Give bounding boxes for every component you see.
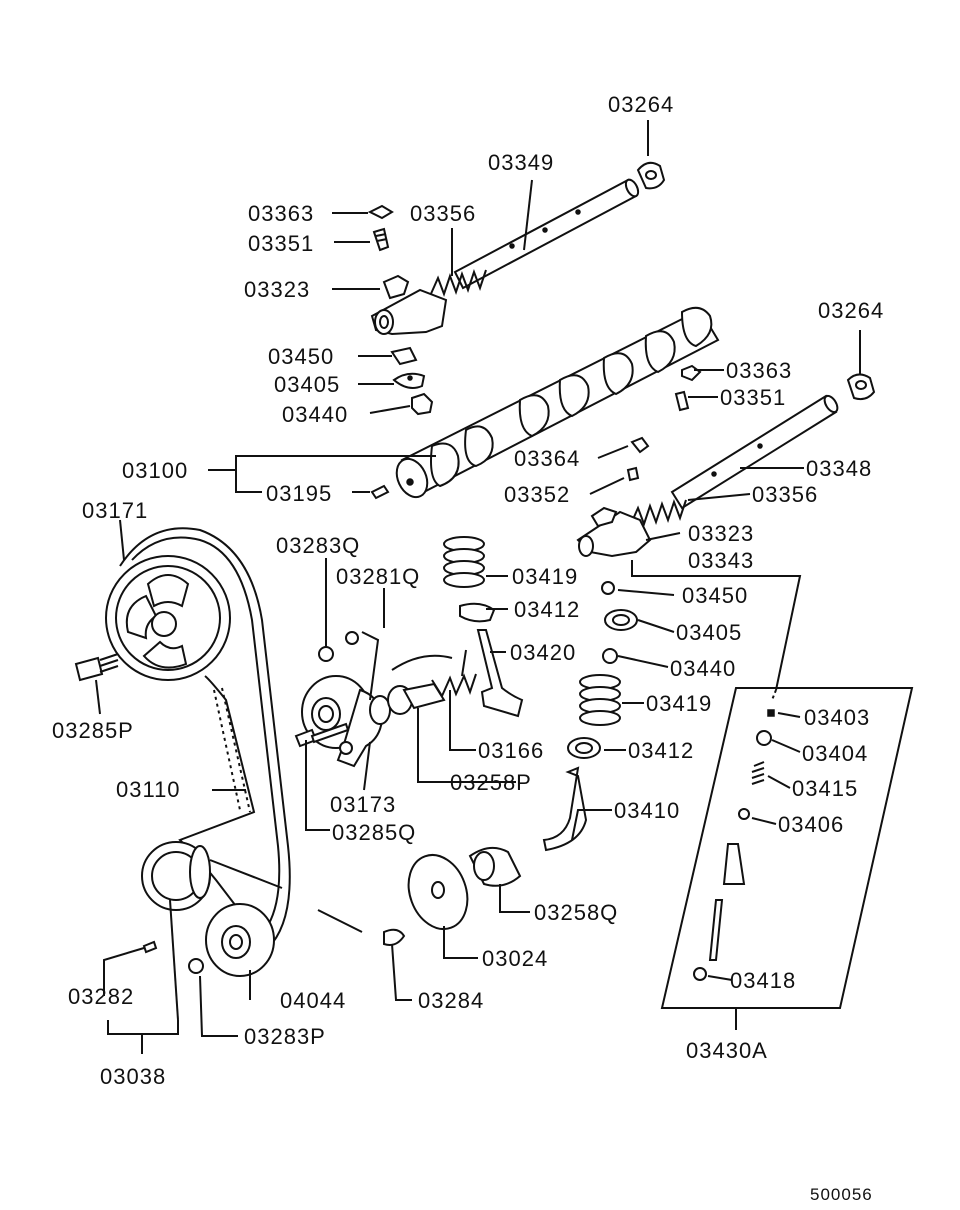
label-03405-b[interactable]: 03405 xyxy=(676,620,742,645)
lash-adjuster-box xyxy=(660,687,914,1009)
label-03166[interactable]: 03166 xyxy=(478,738,544,763)
label-03440-b[interactable]: 03440 xyxy=(670,656,736,681)
camshaft xyxy=(395,306,720,499)
label-03430a[interactable]: 03430A xyxy=(686,1038,768,1063)
cam-sprocket xyxy=(74,555,231,682)
valve-spring-set-right xyxy=(542,581,638,852)
label-03356-a[interactable]: 03356 xyxy=(410,201,476,226)
cam-lock-parts xyxy=(370,346,434,500)
label-03450-a[interactable]: 03450 xyxy=(268,344,334,369)
label-03171[interactable]: 03171 xyxy=(82,498,148,523)
label-03403[interactable]: 03403 xyxy=(804,705,870,730)
flange-and-spacer xyxy=(383,846,522,946)
idler-pulley xyxy=(188,903,275,977)
label-03405-a[interactable]: 03405 xyxy=(274,372,340,397)
label-03258p[interactable]: 03258P xyxy=(450,770,532,795)
label-03282[interactable]: 03282 xyxy=(68,984,134,1009)
label-03363-a[interactable]: 03363 xyxy=(248,201,314,226)
label-03351-b[interactable]: 03351 xyxy=(720,385,786,410)
label-03450-b[interactable]: 03450 xyxy=(682,583,748,608)
label-03264-a[interactable]: 03264 xyxy=(608,92,674,117)
label-03283p[interactable]: 03283P xyxy=(244,1024,326,1049)
label-03195[interactable]: 03195 xyxy=(266,481,332,506)
label-03038[interactable]: 03038 xyxy=(100,1064,166,1089)
label-03418[interactable]: 03418 xyxy=(730,968,796,993)
label-03356-b[interactable]: 03356 xyxy=(752,482,818,507)
label-03348[interactable]: 03348 xyxy=(806,456,872,481)
label-03173[interactable]: 03173 xyxy=(330,792,396,817)
valve-spring-set-left xyxy=(443,536,524,718)
lash-adjuster-parts xyxy=(693,689,777,981)
label-03404[interactable]: 03404 xyxy=(802,741,868,766)
label-03258q[interactable]: 03258Q xyxy=(534,900,618,925)
label-03419-b[interactable]: 03419 xyxy=(646,691,712,716)
tensioner-assembly xyxy=(294,631,477,768)
rocker-shaft-lower xyxy=(576,394,839,558)
label-03343[interactable]: 03343 xyxy=(688,548,754,573)
label-03412-a[interactable]: 03412 xyxy=(514,597,580,622)
timing-belt xyxy=(119,527,291,950)
part-labels: 03264 03349 03363 03356 03351 03323 0326… xyxy=(52,92,884,1204)
label-03406[interactable]: 03406 xyxy=(778,812,844,837)
label-03285q[interactable]: 03285Q xyxy=(332,820,416,845)
label-04044[interactable]: 04044 xyxy=(280,988,346,1013)
leader-lines xyxy=(95,120,861,1054)
crank-sprocket xyxy=(141,841,211,954)
label-03363-b[interactable]: 03363 xyxy=(726,358,792,383)
label-03323-b[interactable]: 03323 xyxy=(688,521,754,546)
label-03420[interactable]: 03420 xyxy=(510,640,576,665)
label-03285p[interactable]: 03285P xyxy=(52,718,134,743)
label-03323-a[interactable]: 03323 xyxy=(244,277,310,302)
label-03410[interactable]: 03410 xyxy=(614,798,680,823)
label-03024[interactable]: 03024 xyxy=(482,946,548,971)
label-03419-a[interactable]: 03419 xyxy=(512,564,578,589)
label-03440-a[interactable]: 03440 xyxy=(282,402,348,427)
label-03364[interactable]: 03364 xyxy=(514,446,580,471)
rocker-shaft-upper xyxy=(370,178,640,336)
label-03100[interactable]: 03100 xyxy=(122,458,188,483)
label-03349[interactable]: 03349 xyxy=(488,150,554,175)
label-03264-b[interactable]: 03264 xyxy=(818,298,884,323)
label-03351-a[interactable]: 03351 xyxy=(248,231,314,256)
label-03412-b[interactable]: 03412 xyxy=(628,738,694,763)
label-03281q[interactable]: 03281Q xyxy=(336,564,420,589)
diagram-code: 500056 xyxy=(810,1185,873,1204)
label-03110[interactable]: 03110 xyxy=(116,777,181,802)
label-03284[interactable]: 03284 xyxy=(418,988,484,1013)
label-03352[interactable]: 03352 xyxy=(504,482,570,507)
label-03415[interactable]: 03415 xyxy=(792,776,858,801)
label-03283q[interactable]: 03283Q xyxy=(276,533,360,558)
